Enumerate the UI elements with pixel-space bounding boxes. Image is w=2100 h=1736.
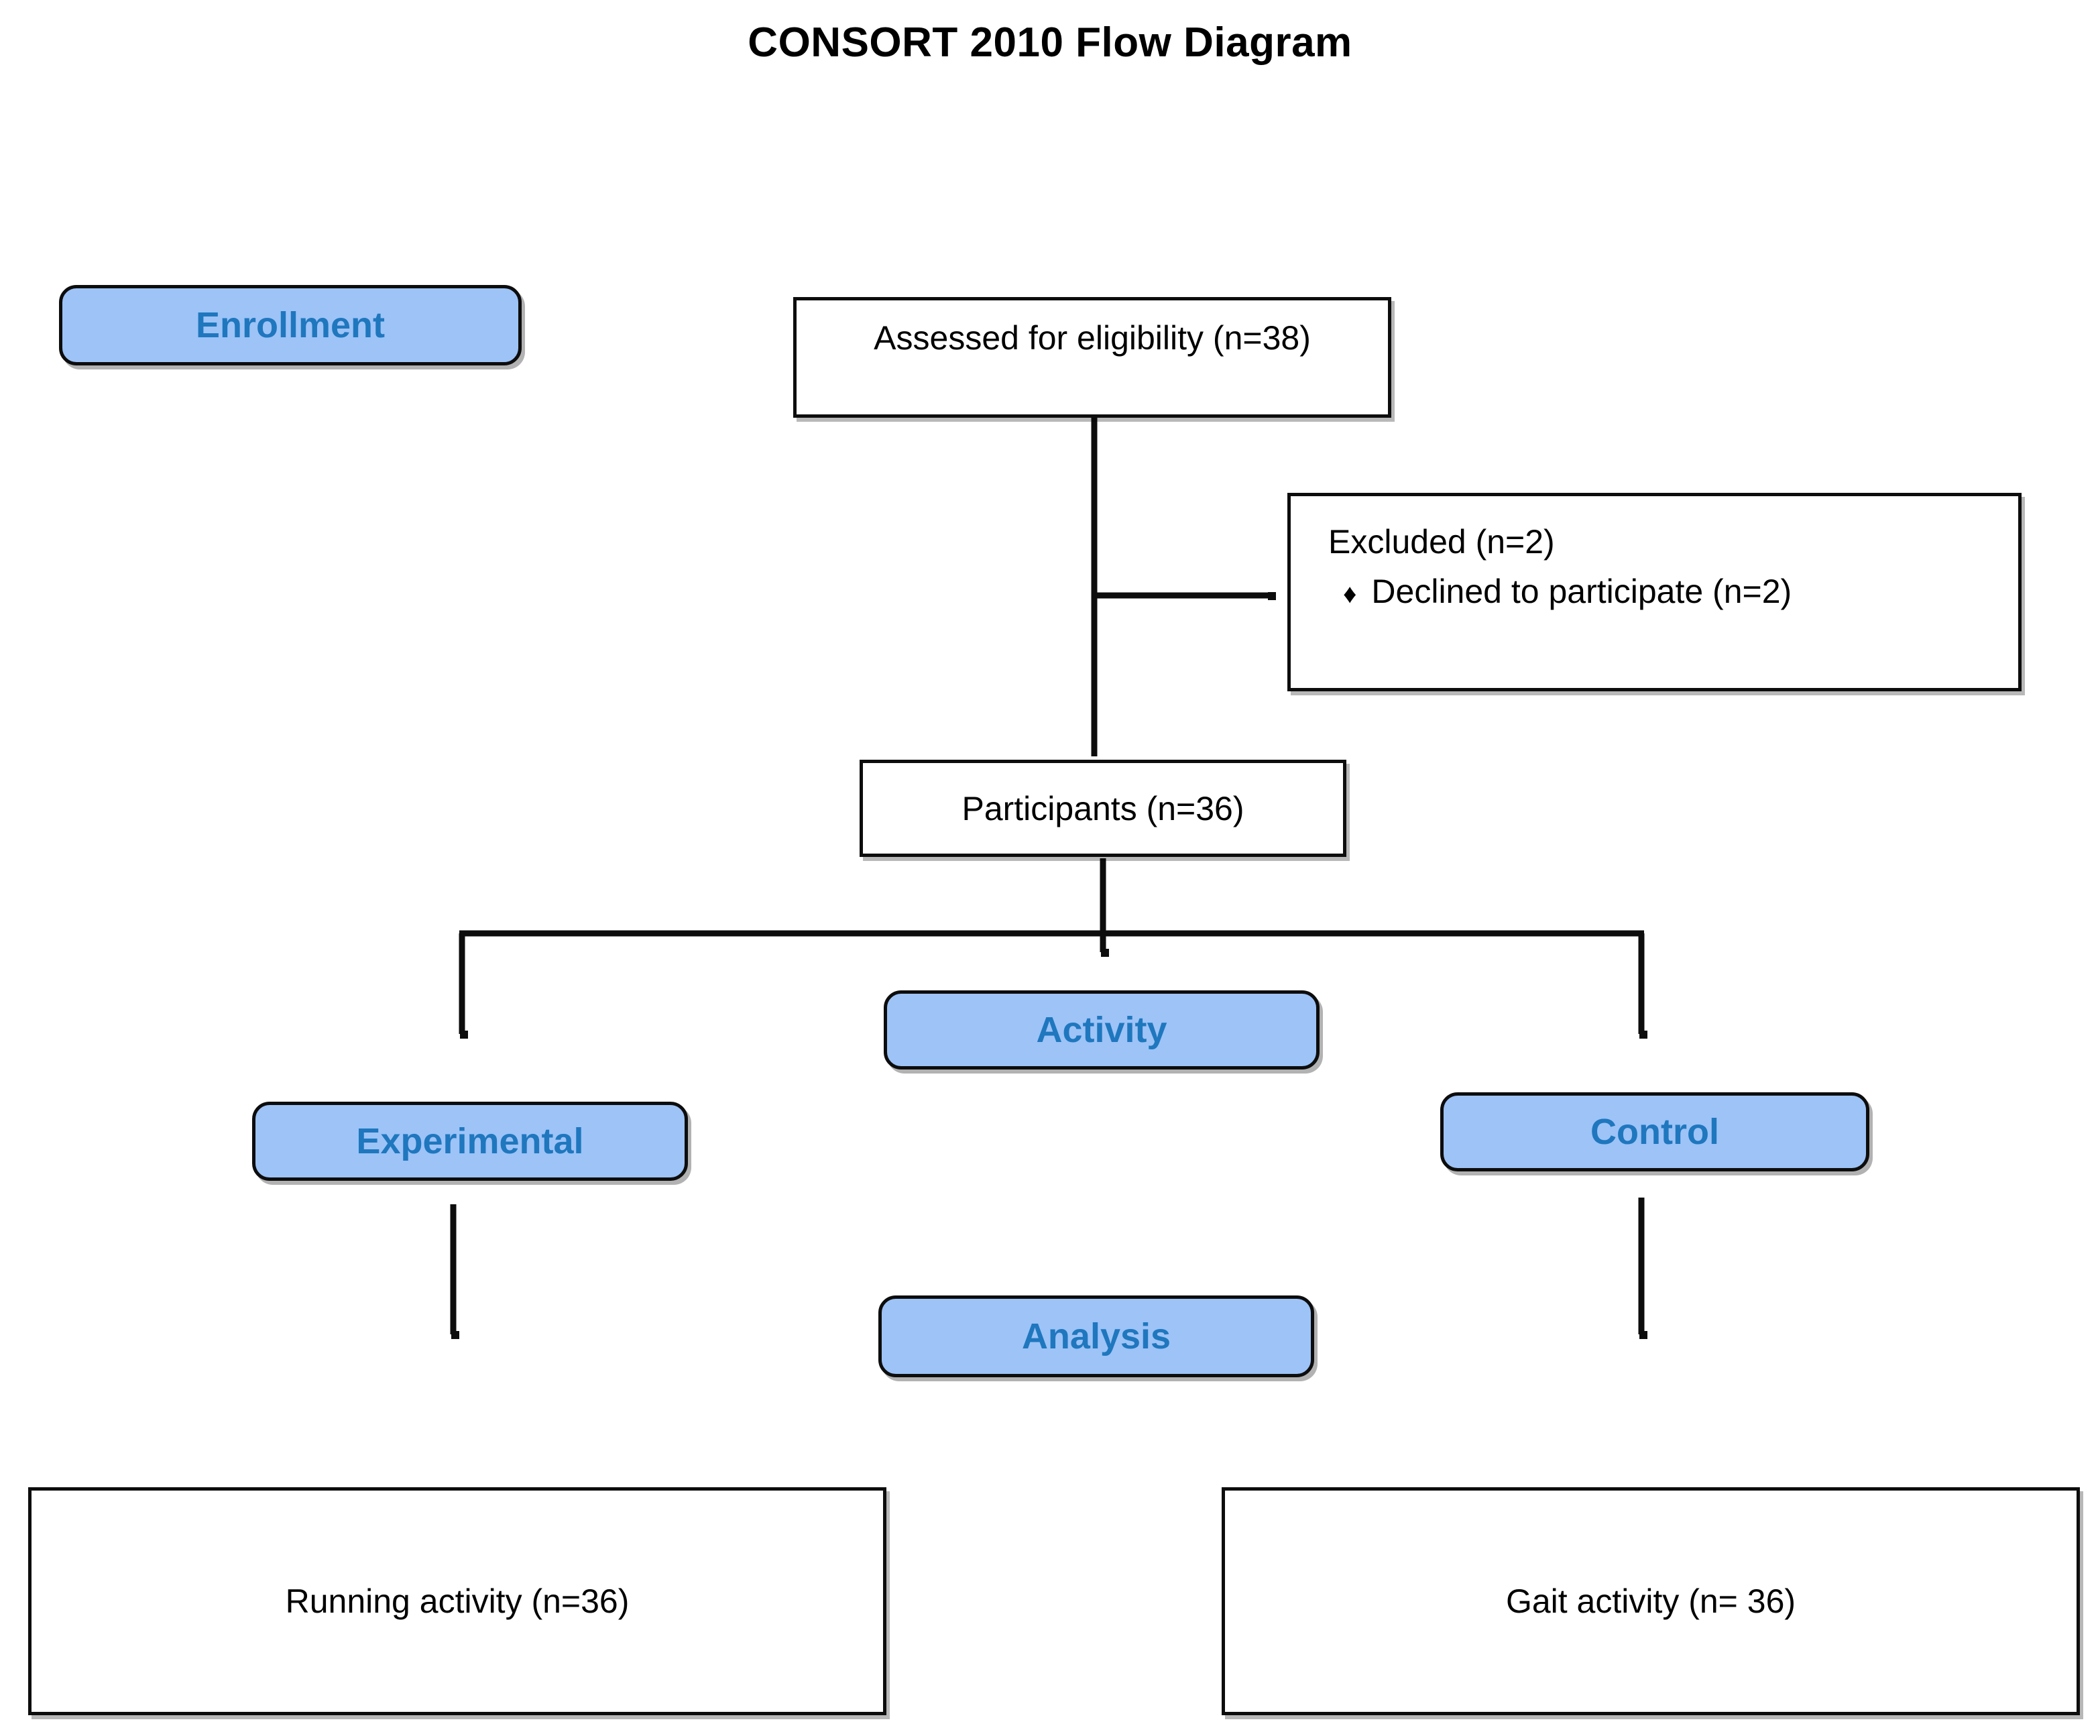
- box-assessed-for-eligibility: Assessed for eligibility (n=38): [793, 297, 1391, 418]
- box-participants-text: Participants (n=36): [961, 789, 1244, 827]
- stage-badge-enrollment[interactable]: Enrollment: [59, 285, 522, 365]
- diamond-bullet-icon: ♦: [1343, 579, 1357, 609]
- box-excluded-title: Excluded (n=2): [1328, 523, 1555, 561]
- stage-badge-activity[interactable]: Activity: [884, 990, 1320, 1069]
- box-eligibility-text: Assessed for eligibility (n=38): [874, 319, 1311, 357]
- stage-badge-analysis[interactable]: Analysis: [878, 1295, 1314, 1377]
- box-running-activity-text: Running activity (n=36): [285, 1582, 630, 1620]
- box-running-activity: Running activity (n=36): [28, 1487, 886, 1715]
- stage-badge-control[interactable]: Control: [1440, 1092, 1869, 1171]
- box-excluded-bullet-text: Declined to participate (n=2): [1371, 573, 1792, 610]
- page-title: CONSORT 2010 Flow Diagram: [748, 19, 1352, 66]
- box-participants: Participants (n=36): [860, 760, 1346, 857]
- stage-label-activity: Activity: [1036, 1010, 1167, 1050]
- stage-label-enrollment: Enrollment: [195, 305, 386, 345]
- box-gait-activity-text: Gait activity (n= 36): [1505, 1582, 1796, 1620]
- box-excluded: Excluded (n=2) ♦ Declined to participate…: [1287, 493, 2022, 691]
- stage-badge-experimental[interactable]: Experimental: [252, 1102, 688, 1181]
- box-excluded-bullet-row: ♦ Declined to participate (n=2): [1328, 570, 2018, 613]
- stage-label-control: Control: [1590, 1112, 1719, 1152]
- stage-label-experimental: Experimental: [356, 1121, 584, 1161]
- box-gait-activity: Gait activity (n= 36): [1222, 1487, 2080, 1715]
- stage-label-analysis: Analysis: [1021, 1316, 1171, 1356]
